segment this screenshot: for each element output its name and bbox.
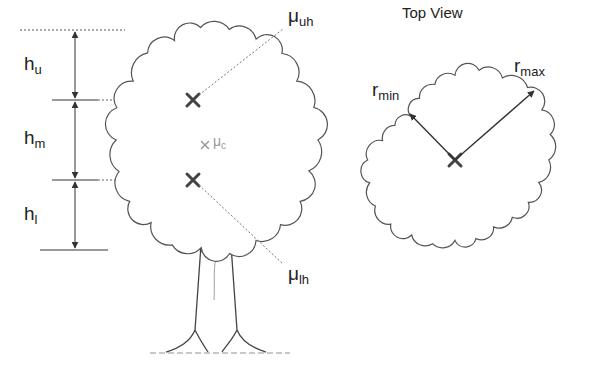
leader-line — [199, 29, 283, 95]
center-marks — [187, 94, 461, 186]
mean-symbol: μ — [288, 264, 299, 285]
height-symbol: h — [24, 54, 35, 75]
upper-center-mark — [187, 94, 199, 106]
height-subscript: l — [35, 213, 38, 227]
radius-subscript: max — [520, 65, 545, 79]
radius-symbol: r — [514, 56, 520, 77]
height-symbol: h — [24, 128, 35, 149]
top-tick — [20, 30, 125, 31]
dimension-arrow — [75, 102, 76, 178]
radius-subscript: min — [378, 89, 399, 103]
mean-symbol: μ — [213, 134, 221, 149]
crown-center-mark — [202, 142, 209, 149]
height-subscript: m — [35, 137, 46, 151]
bottom-tick — [40, 250, 108, 251]
radius-arrow — [455, 91, 534, 160]
view-title: Top View — [402, 5, 463, 22]
tree-canopy — [105, 21, 327, 261]
upper-tick — [52, 100, 98, 101]
lower-center-mark — [187, 174, 199, 186]
dimension-arrow — [75, 32, 76, 98]
height-subscript: u — [35, 63, 42, 77]
height-symbol: h — [24, 204, 35, 225]
leader-line — [199, 185, 283, 264]
radius-symbol: r — [372, 80, 378, 101]
radius-arrow — [410, 114, 455, 160]
mean-subscript: uh — [299, 15, 313, 29]
crown-top-view — [361, 63, 556, 247]
lower-tick — [52, 180, 98, 181]
dimension-arrow — [75, 182, 76, 248]
mean-subscript: lh — [299, 273, 309, 287]
mean-symbol: μ — [288, 6, 299, 27]
mean-subscript: c — [221, 140, 226, 151]
